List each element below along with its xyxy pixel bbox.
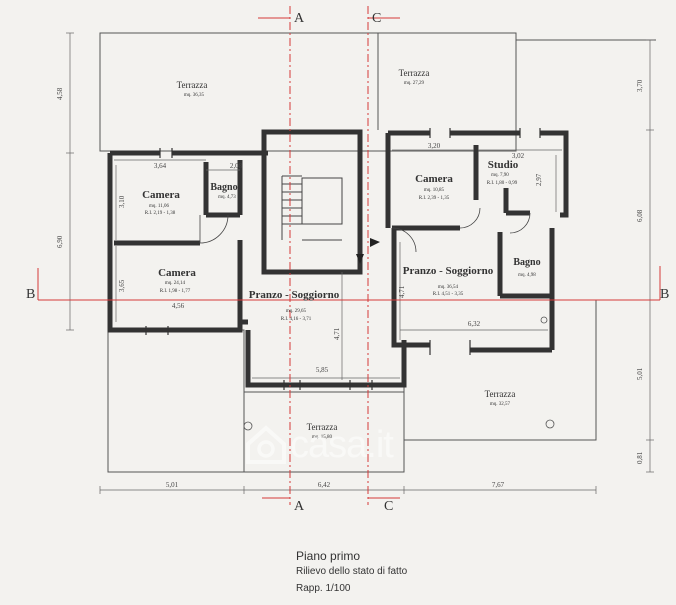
watermark-text: casa.it [290,424,394,466]
room-area-camera-2: mq. 24,14 [165,281,186,286]
room-name-studio: Studio [488,159,519,171]
room-ratio-camera-2: R.I. 1,98 - 1,77 [160,289,191,294]
section-label-a-top: A [294,11,305,26]
dim-left-top: 4,58 [56,87,64,100]
section-label-a-bottom: A [294,499,305,514]
casa-it-watermark: casa.it [244,420,444,468]
room-name-terrazza-s: Terrazza [307,422,338,432]
section-label-c-top: C [372,11,381,26]
dim-left-mid: 6,90 [56,235,64,248]
dim-right-mid: 6,08 [636,209,644,222]
room-area-terrazza-ne: mq. 27,29 [404,81,425,86]
dim-bottom-2: 6,42 [318,481,331,489]
room-area-pranzo-2: mq. 36,54 [438,285,459,290]
room-ratio-pranzo-1: R.I. 4,16 - 3,71 [281,317,312,322]
section-label-b-left: B [26,287,35,302]
room-area-camera-3: mq. 10,85 [424,188,445,193]
dim-w-bagno1: 2,08 [230,162,243,170]
room-name-terrazza-ne: Terrazza [399,68,430,78]
drawing-scale: Rapp. 1/100 [296,583,351,594]
window-marks [145,128,541,390]
room-name-bagno-1: Bagno [210,182,237,193]
dimension-labels: 4,58 6,90 3,70 6,08 5,01 0,81 5,01 6,42 … [56,79,644,489]
fixture-marks [243,316,555,431]
room-name-terrazza-nw: Terrazza [177,80,208,90]
dim-w-pranzo1: 5,85 [316,366,329,374]
section-label-c-bottom: C [384,499,393,514]
room-name-pranzo-2: Pranzo - Soggiorno [403,265,494,277]
dim-h-camera2: 3,65 [118,279,126,292]
dim-bottom-1: 5,01 [166,481,179,489]
dim-w-studio: 3,02 [512,152,525,160]
room-area-pranzo-1: mq. 29,65 [286,309,307,314]
dim-h-camera1: 3,10 [118,195,126,208]
dim-w-camera3: 3,20 [428,142,441,150]
room-name-camera-2: Camera [158,267,196,279]
room-name-pranzo-1: Pranzo - Soggiorno [249,289,340,301]
room-ratio-studio: R.I. 1,80 - 0,99 [487,181,518,186]
room-name-terrazza-se: Terrazza [485,389,516,399]
walls [107,129,569,388]
room-area-terrazza-nw: mq. 36,35 [184,93,205,98]
dim-h-pranzo2: 4,71 [398,285,406,298]
room-ratio-pranzo-2: R.I. 4,51 - 3,35 [433,292,464,297]
dim-right-top: 3,70 [636,79,644,92]
room-area-terrazza-s: mq. 15,80 [312,435,333,440]
room-name-bagno-2: Bagno [513,257,540,268]
dim-right-low: 5,01 [636,367,644,380]
terrace-outlines [99,32,656,473]
room-area-camera-1: mq. 11,06 [149,204,169,209]
dim-h-studio: 2,97 [535,173,543,186]
dim-w-camera1: 3,64 [154,162,167,170]
door-swings [199,207,531,253]
room-area-bagno-2: mq. 4,98 [518,273,536,278]
room-name-camera-3: Camera [415,173,453,185]
room-name-camera-1: Camera [142,189,180,201]
drawing-title: Piano primo [296,549,361,563]
drawing-subtitle: Rilievo dello stato di fatto [296,566,408,577]
room-area-studio: mq. 7,90 [491,173,509,178]
stair [281,175,343,241]
entrance-arrow-icon [356,238,380,264]
room-area-bagno-1: mq. 4,73 [218,195,236,200]
room-area-terrazza-se: mq. 32,57 [490,402,511,407]
dim-bottom-3: 7,67 [492,481,505,489]
section-lines [37,6,661,505]
room-ratio-camera-1: R.I. 2,19 - 1,38 [145,211,176,216]
dim-w-camera2: 4,56 [172,302,185,310]
room-labels: Terrazza mq. 36,35 Terrazza mq. 27,29 Ca… [142,68,541,440]
house-logo-icon [246,425,286,464]
room-ratio-camera-3: R.I. 2,39 - 1,35 [419,196,450,201]
dim-h-pranzo1: 4,71 [333,327,341,340]
dim-w-pranzo2: 6,32 [468,320,481,328]
dim-right-bottom: 0,81 [636,451,644,464]
section-label-b-right: B [660,287,669,302]
